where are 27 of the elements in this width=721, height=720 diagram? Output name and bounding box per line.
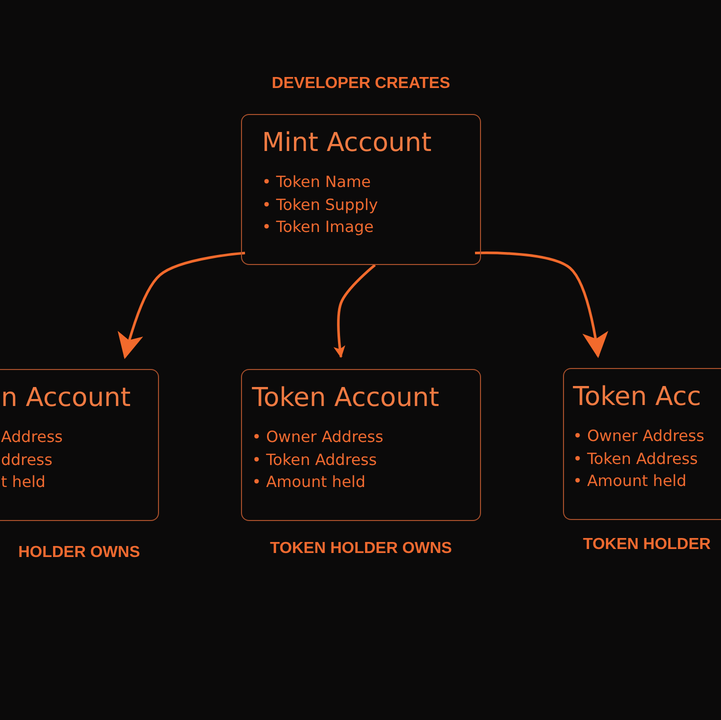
box-title: Token Acc [573, 381, 702, 413]
list-item: • Token Address [573, 448, 698, 470]
curved-arrow [333, 264, 376, 358]
list-item: ddress [1, 450, 52, 470]
list-item: • Amount held [573, 471, 686, 492]
list-item: Address [1, 427, 63, 448]
box-title: Token Account [252, 382, 440, 414]
account-box [563, 368, 721, 520]
box-title: Mint Account [262, 127, 432, 159]
role-caption: TOKEN HOLDER [583, 535, 712, 555]
role-caption: DEVELOPER CREATES [270, 74, 452, 94]
role-caption: TOKEN HOLDER OWNS [269, 539, 453, 559]
role-caption: HOLDER OWNS [17, 543, 140, 563]
list-item: • Token Name [262, 172, 371, 193]
list-item: • Token Image [262, 217, 374, 238]
account-box [241, 369, 481, 521]
account-box [0, 369, 159, 521]
list-item: t held [1, 472, 46, 493]
box-title: n Account [1, 382, 131, 414]
list-item: • Token Supply [262, 194, 378, 216]
list-item: • Owner Address [573, 426, 704, 447]
list-item: • Token Address [252, 450, 377, 470]
curved-arrow [118, 252, 246, 360]
curved-arrow [474, 252, 608, 358]
account-box [241, 114, 481, 265]
list-item: • Amount held [252, 472, 366, 493]
list-item: • Owner Address [252, 427, 384, 448]
